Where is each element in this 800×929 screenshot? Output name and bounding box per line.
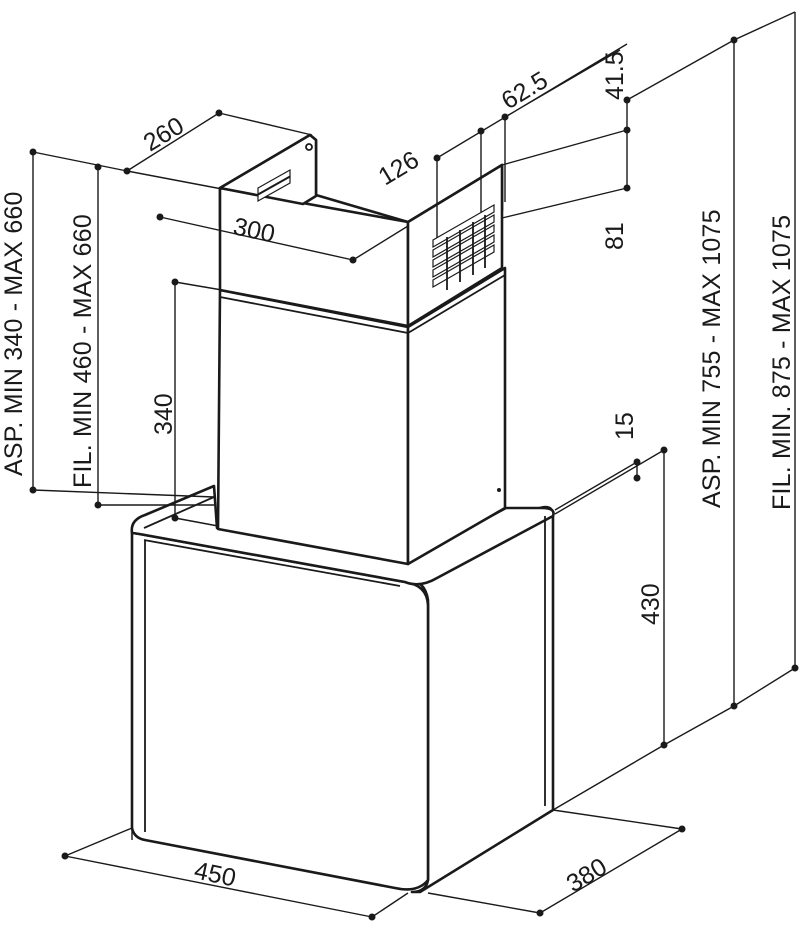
label-15: 15 (611, 412, 639, 440)
side-vent-grille (432, 203, 495, 290)
upper-chimney-screw (305, 143, 313, 151)
lower-chimney-screw (497, 488, 501, 492)
label-41-5: 41.5 (601, 51, 629, 100)
rear-vent-grille (257, 168, 291, 203)
label-62-5: 62.5 (497, 66, 553, 115)
label-fil-chimney: FIL. MIN 460 - MAX 660 (69, 214, 97, 488)
label-fil-total: FIL. MIN. 875 - MAX 1075 (768, 215, 796, 510)
hood-body-top-face (130, 484, 555, 586)
lower-chimney-top-edge (219, 274, 506, 334)
upper-chimney-back-side (218, 133, 318, 206)
lower-chimney-front (216, 288, 410, 566)
label-450: 450 (192, 856, 239, 892)
label-126: 126 (374, 146, 424, 191)
hood-body-top-rim (143, 496, 401, 587)
upper-chimney (218, 133, 504, 328)
hood-body-front-face (130, 531, 430, 891)
dimension-lines (29, 11, 799, 921)
label-260: 260 (139, 112, 189, 157)
lower-chimney-side (406, 266, 507, 566)
label-380: 380 (562, 853, 612, 898)
label-asp-total: ASP. MIN 755 - MAX 1075 (698, 209, 726, 508)
label-81: 81 (601, 222, 629, 250)
label-430: 430 (637, 583, 665, 625)
label-asp-chimney: ASP. MIN 340 - MAX 660 (0, 191, 28, 476)
hood-body (130, 484, 555, 894)
label-340: 340 (150, 393, 178, 435)
upper-chimney-side (406, 163, 504, 328)
